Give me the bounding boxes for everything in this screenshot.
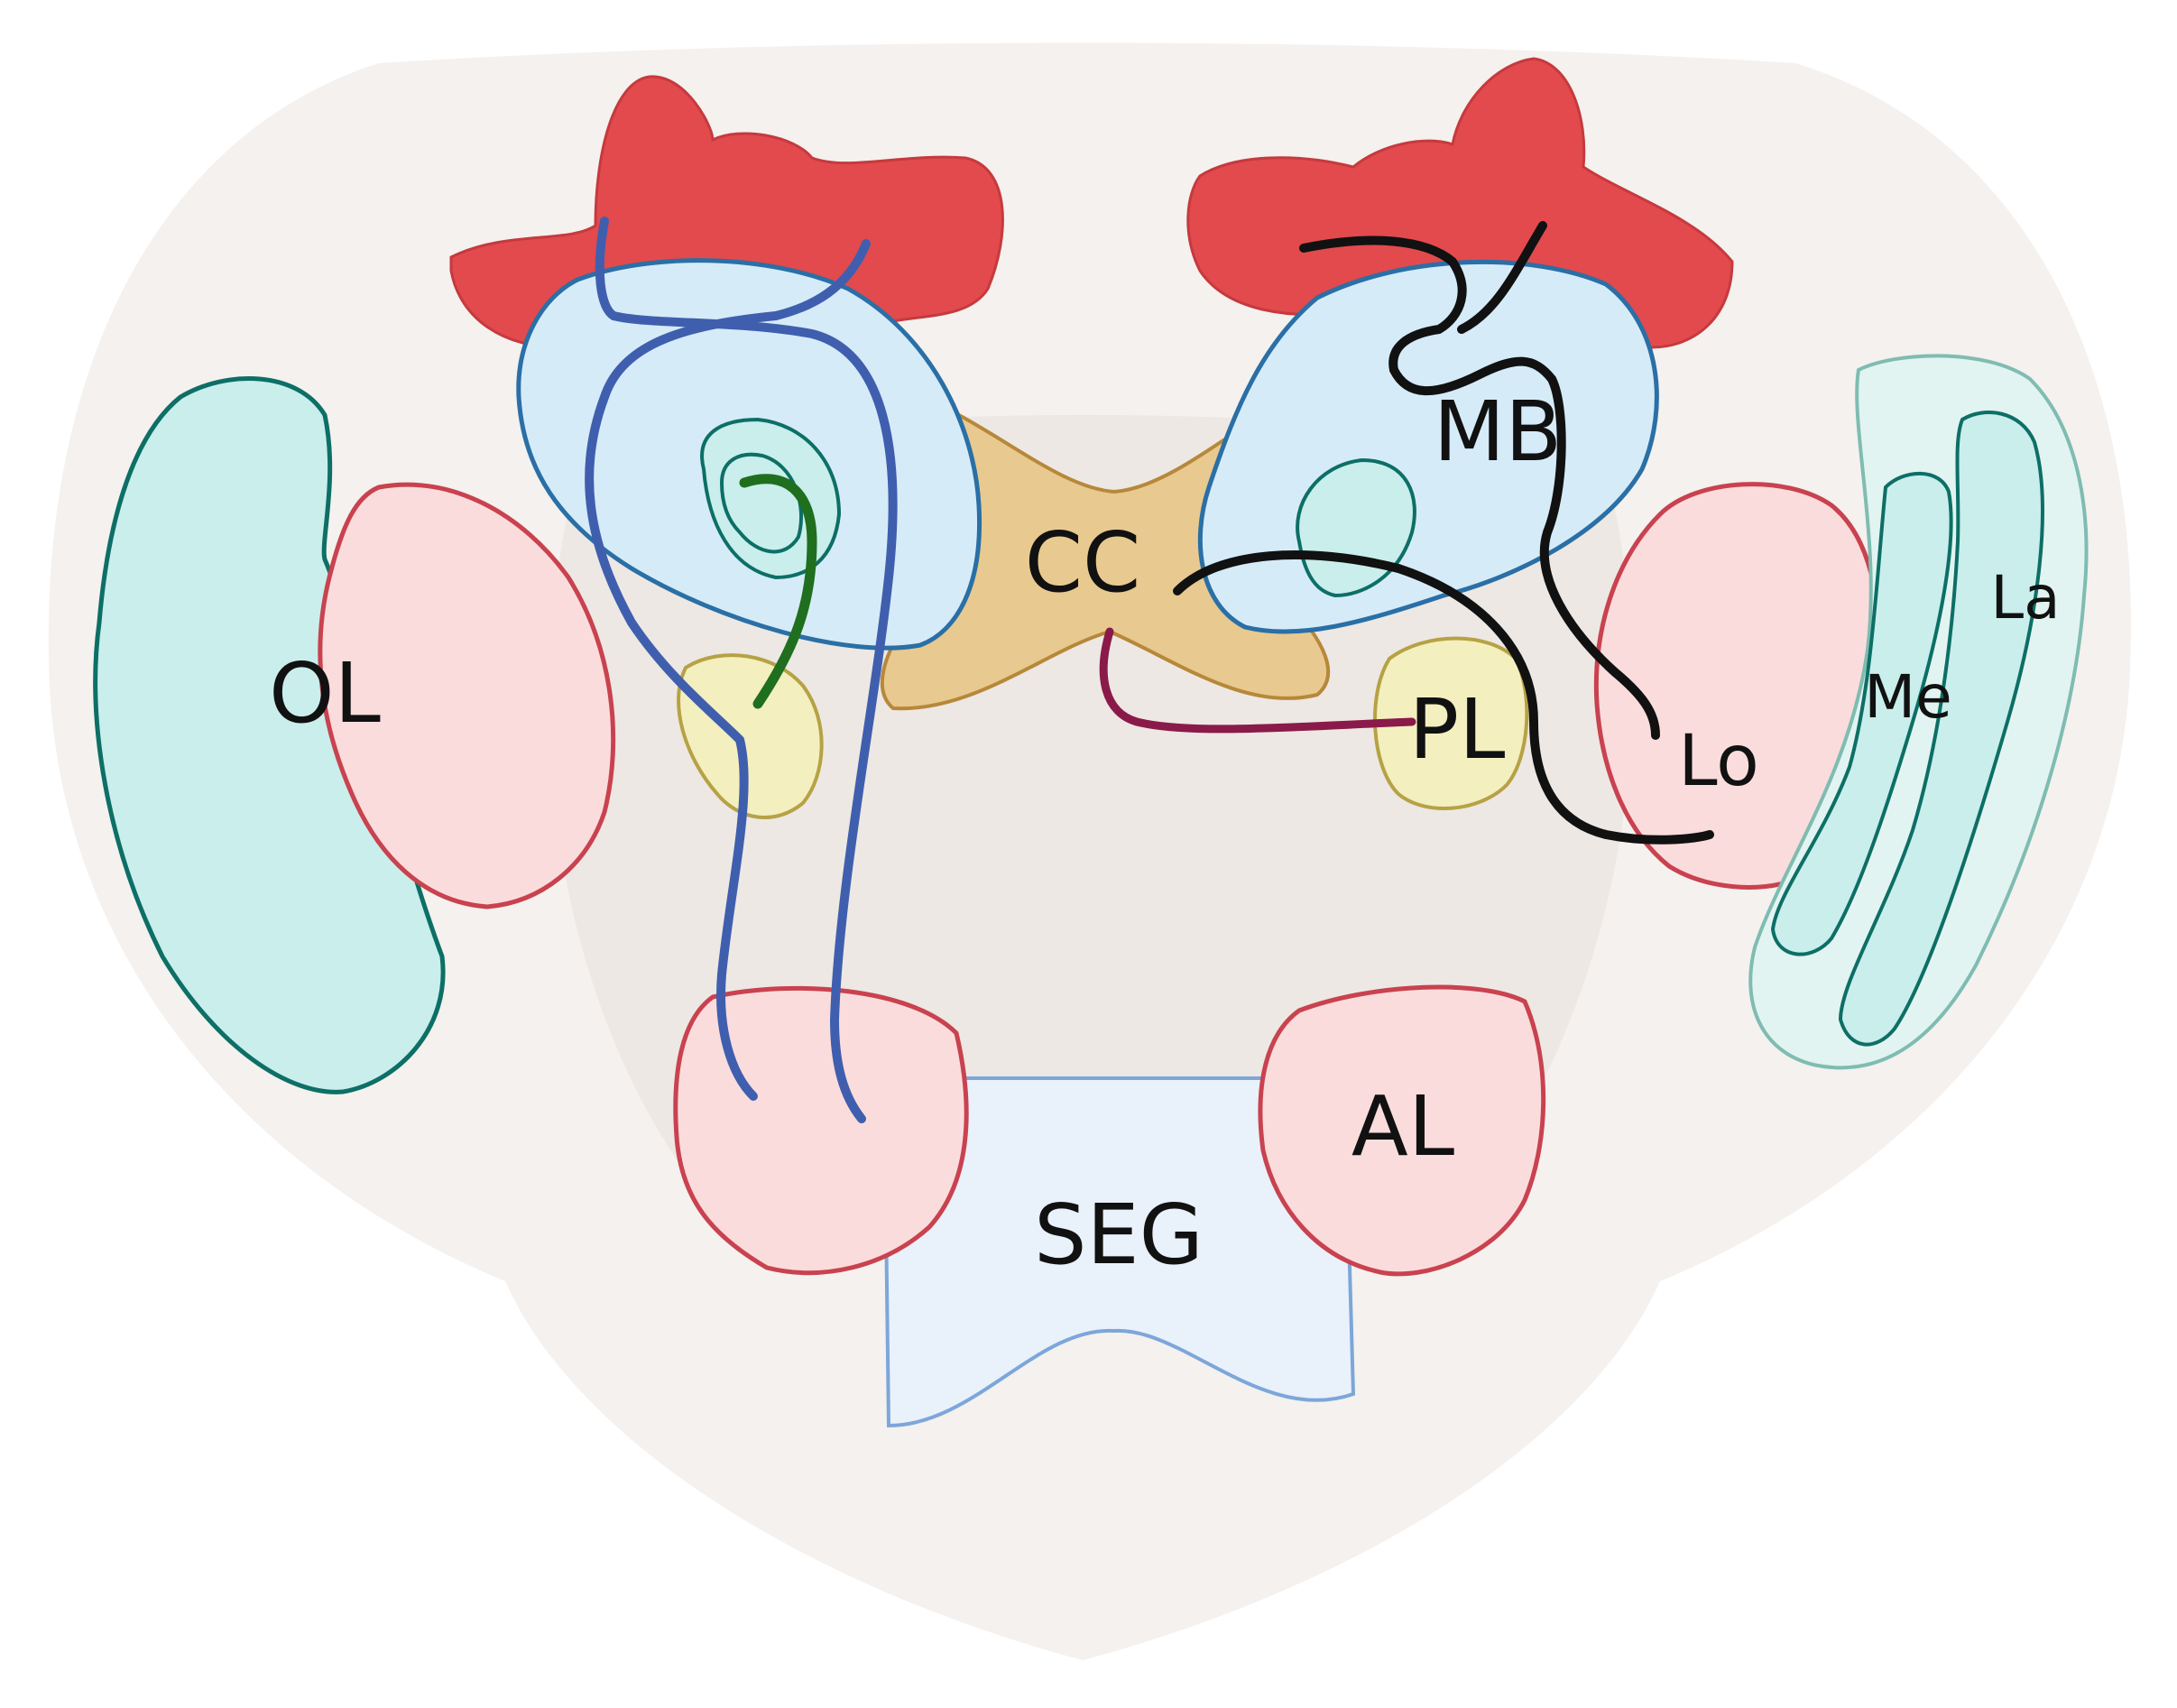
label-pl: PL — [1409, 681, 1506, 778]
seg-region — [881, 1076, 1356, 1428]
label-la: La — [1990, 563, 2060, 632]
protocerebral-lobe-right — [1372, 636, 1529, 810]
tract-blue-1 — [595, 217, 898, 1123]
tract-black-lo — [1173, 550, 1714, 845]
label-mb: MB — [1434, 383, 1563, 480]
antennal-lobe-left — [673, 985, 969, 1276]
tract-black-mb-branch — [1457, 221, 1547, 334]
tract-blue-2 — [585, 239, 871, 1101]
tract-black-mb — [1299, 235, 1660, 740]
tract-green — [739, 474, 817, 709]
label-ol: OL — [269, 645, 381, 742]
label-al: AL — [1351, 1078, 1454, 1175]
protocerebral-lobe-left — [677, 653, 824, 819]
tract-magenta — [1099, 627, 1416, 734]
label-seg: SEG — [1034, 1186, 1204, 1283]
label-me: Me — [1864, 662, 1952, 732]
optic-lobe-left-teal — [93, 376, 446, 1094]
antennal-lobe-right — [1258, 984, 1546, 1277]
label-cc: CC — [1025, 514, 1140, 611]
medulla-right — [1770, 471, 1953, 956]
optic-lobe-left-pink — [318, 482, 616, 909]
label-lo: Lo — [1678, 721, 1759, 802]
lamina-right — [1838, 411, 2044, 1047]
